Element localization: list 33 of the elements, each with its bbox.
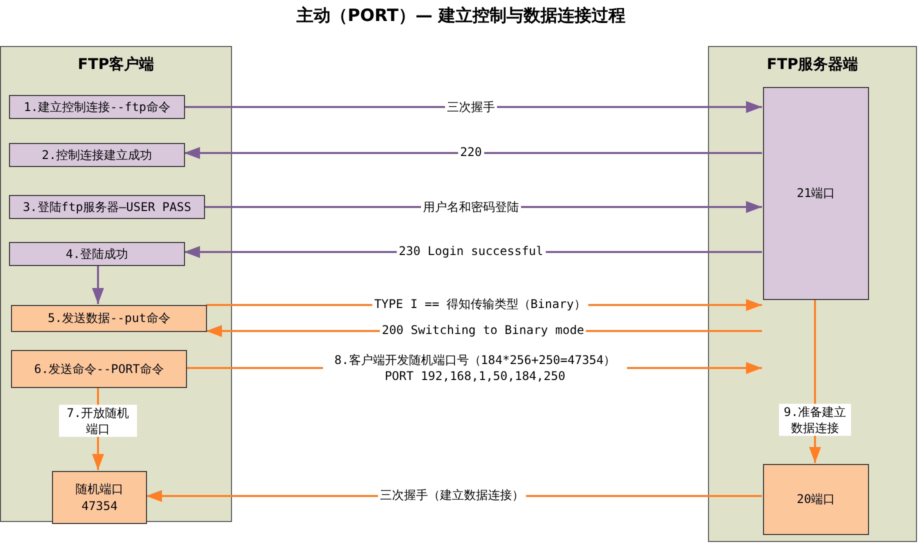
arrow bbox=[184, 147, 762, 159]
step-box: 2.控制连接建立成功 bbox=[9, 143, 185, 167]
panel-heading: FTP服务器端 bbox=[766, 55, 860, 74]
step-box: 4.登陆成功 bbox=[9, 242, 185, 266]
arrow bbox=[206, 325, 762, 337]
edge-label: 用户名和密码登陆 bbox=[421, 198, 521, 216]
port-box: 随机端口 47354 bbox=[52, 471, 147, 524]
arrow bbox=[809, 299, 821, 463]
arrow bbox=[184, 101, 762, 113]
arrow bbox=[184, 246, 762, 258]
step-box: 1.建立控制连接--ftp命令 bbox=[9, 95, 185, 119]
edge-label: 8.客户端开发随机端口号（184*256+250=47354） PORT 192,168,1,50,184,250 bbox=[323, 352, 627, 384]
edge-label: 7.开放随机端口 bbox=[59, 404, 137, 438]
arrow bbox=[92, 265, 104, 304]
port-box: 21端口 bbox=[763, 87, 869, 300]
arrow bbox=[92, 387, 104, 470]
edge-label: TYPE I == 得知传输类型（Binary） bbox=[372, 296, 588, 312]
edge-label: 三次握手（建立数据连接） bbox=[378, 486, 526, 504]
step-box: 3.登陆ftp服务器—USER PASS bbox=[9, 195, 205, 219]
panel bbox=[708, 46, 917, 542]
edge-label: 200 Switching to Binary mode bbox=[380, 322, 586, 338]
edge-label: 230 Login successful bbox=[396, 242, 546, 260]
edge-label: 9.准备建立数据连接 bbox=[779, 404, 851, 436]
arrow bbox=[206, 299, 762, 311]
step-box: 5.发送数据--put命令 bbox=[11, 305, 207, 332]
panel bbox=[0, 46, 232, 522]
port-box: 20端口 bbox=[763, 464, 869, 535]
panel-heading: FTP客户端 bbox=[76, 55, 156, 74]
step-box: 6.发送命令--PORT命令 bbox=[11, 350, 187, 388]
arrow bbox=[204, 201, 762, 213]
edge-label: 三次握手 bbox=[445, 98, 497, 116]
title: 主动（PORT）— 建立控制与数据连接过程 bbox=[296, 5, 626, 27]
arrow bbox=[146, 490, 762, 502]
